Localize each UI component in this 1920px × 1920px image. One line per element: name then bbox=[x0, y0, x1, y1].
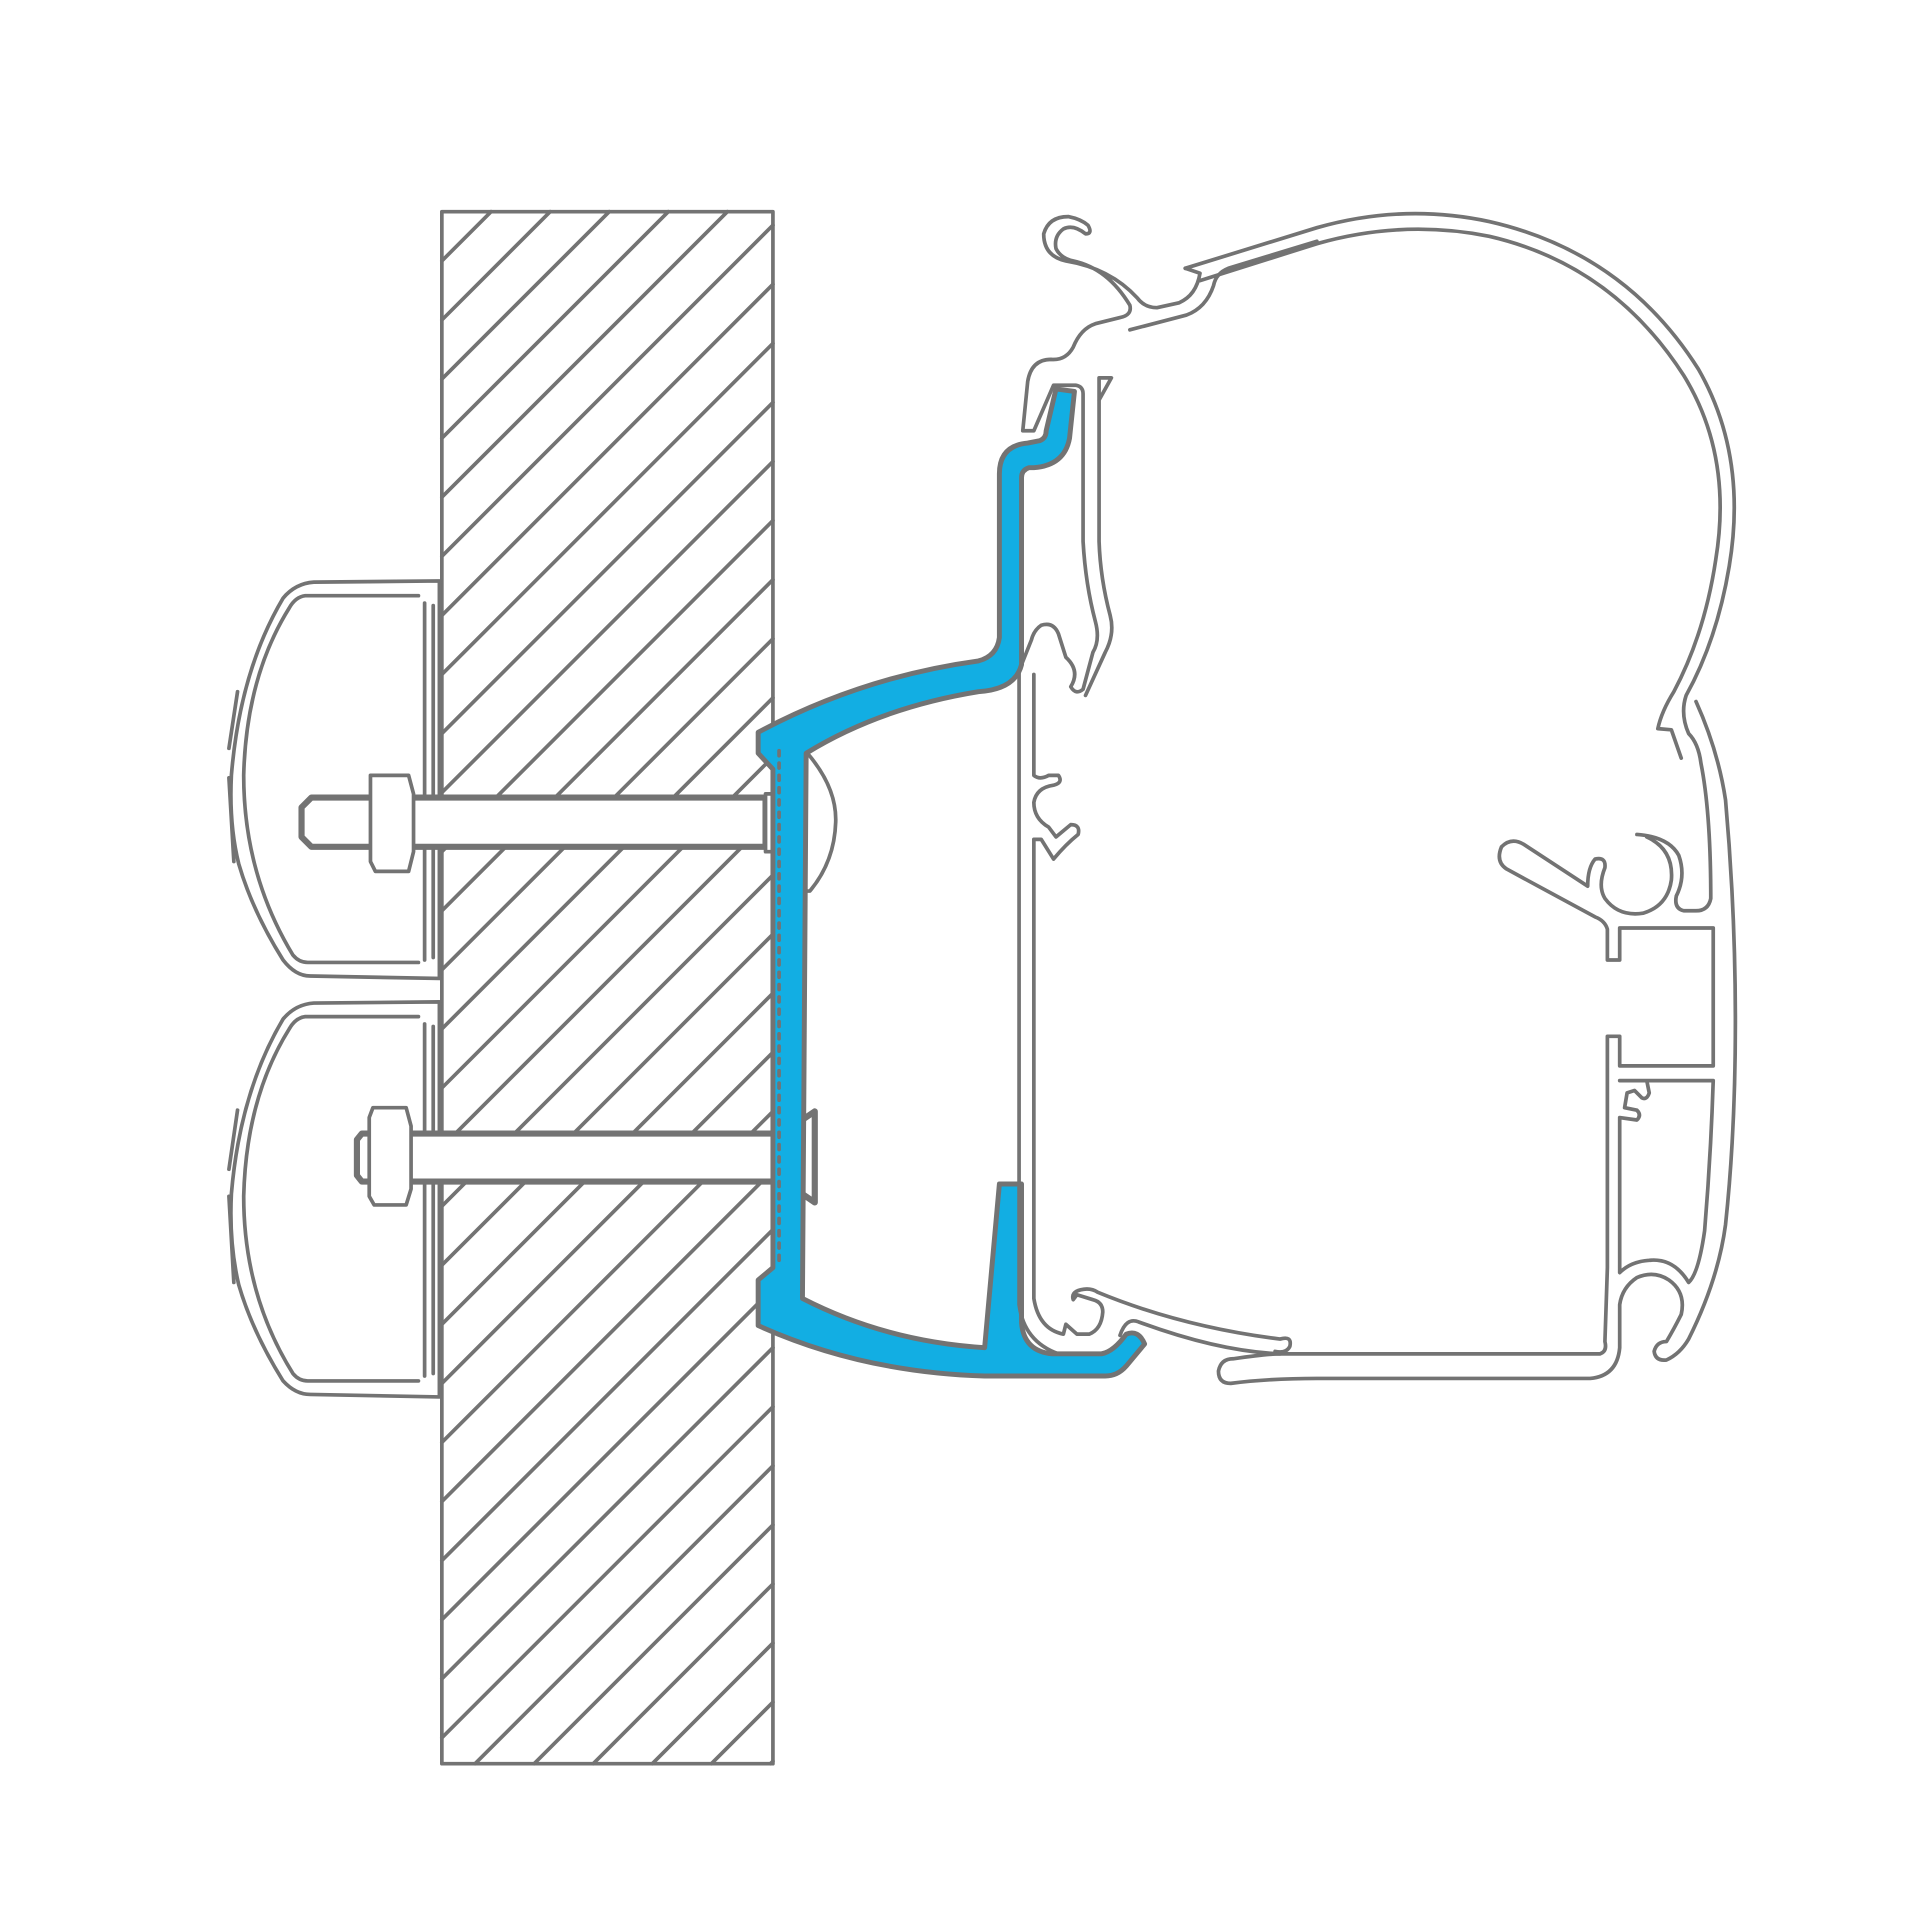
hatch-line bbox=[440, 1227, 775, 1563]
end-cap-lower bbox=[227, 1000, 442, 1399]
hatch-line bbox=[440, 209, 730, 500]
hatch-line bbox=[440, 209, 493, 263]
hatch-line bbox=[440, 1404, 775, 1740]
hatch-line bbox=[650, 1641, 775, 1766]
wall-hatching bbox=[440, 209, 775, 1766]
adapter-profile bbox=[755, 386, 1148, 1379]
hatch-line bbox=[440, 1286, 775, 1622]
hatch-line bbox=[440, 400, 775, 736]
hatch-line bbox=[768, 1759, 775, 1766]
hatch-line bbox=[440, 577, 775, 913]
hatch-line bbox=[440, 282, 775, 618]
hatch-line bbox=[440, 1168, 775, 1504]
hatch-line bbox=[440, 814, 775, 1149]
hatch-line bbox=[709, 1700, 775, 1766]
hatch-line bbox=[440, 932, 775, 1268]
hatch-line bbox=[440, 1050, 775, 1386]
wall-section bbox=[440, 209, 775, 1766]
hatch-line bbox=[440, 209, 612, 381]
awning-rail-profile bbox=[1017, 211, 1738, 1386]
hatch-line bbox=[591, 1582, 775, 1766]
hatch-line bbox=[473, 1464, 775, 1766]
hatch-line bbox=[440, 1345, 775, 1681]
hatch-line bbox=[532, 1523, 775, 1766]
hatch-line bbox=[440, 223, 775, 559]
hatch-line bbox=[440, 696, 775, 1031]
hatch-line bbox=[440, 459, 775, 795]
hatch-line bbox=[440, 209, 671, 441]
hatch-line bbox=[440, 341, 775, 677]
end-cap-upper bbox=[227, 579, 442, 981]
hatch-line bbox=[440, 209, 552, 322]
